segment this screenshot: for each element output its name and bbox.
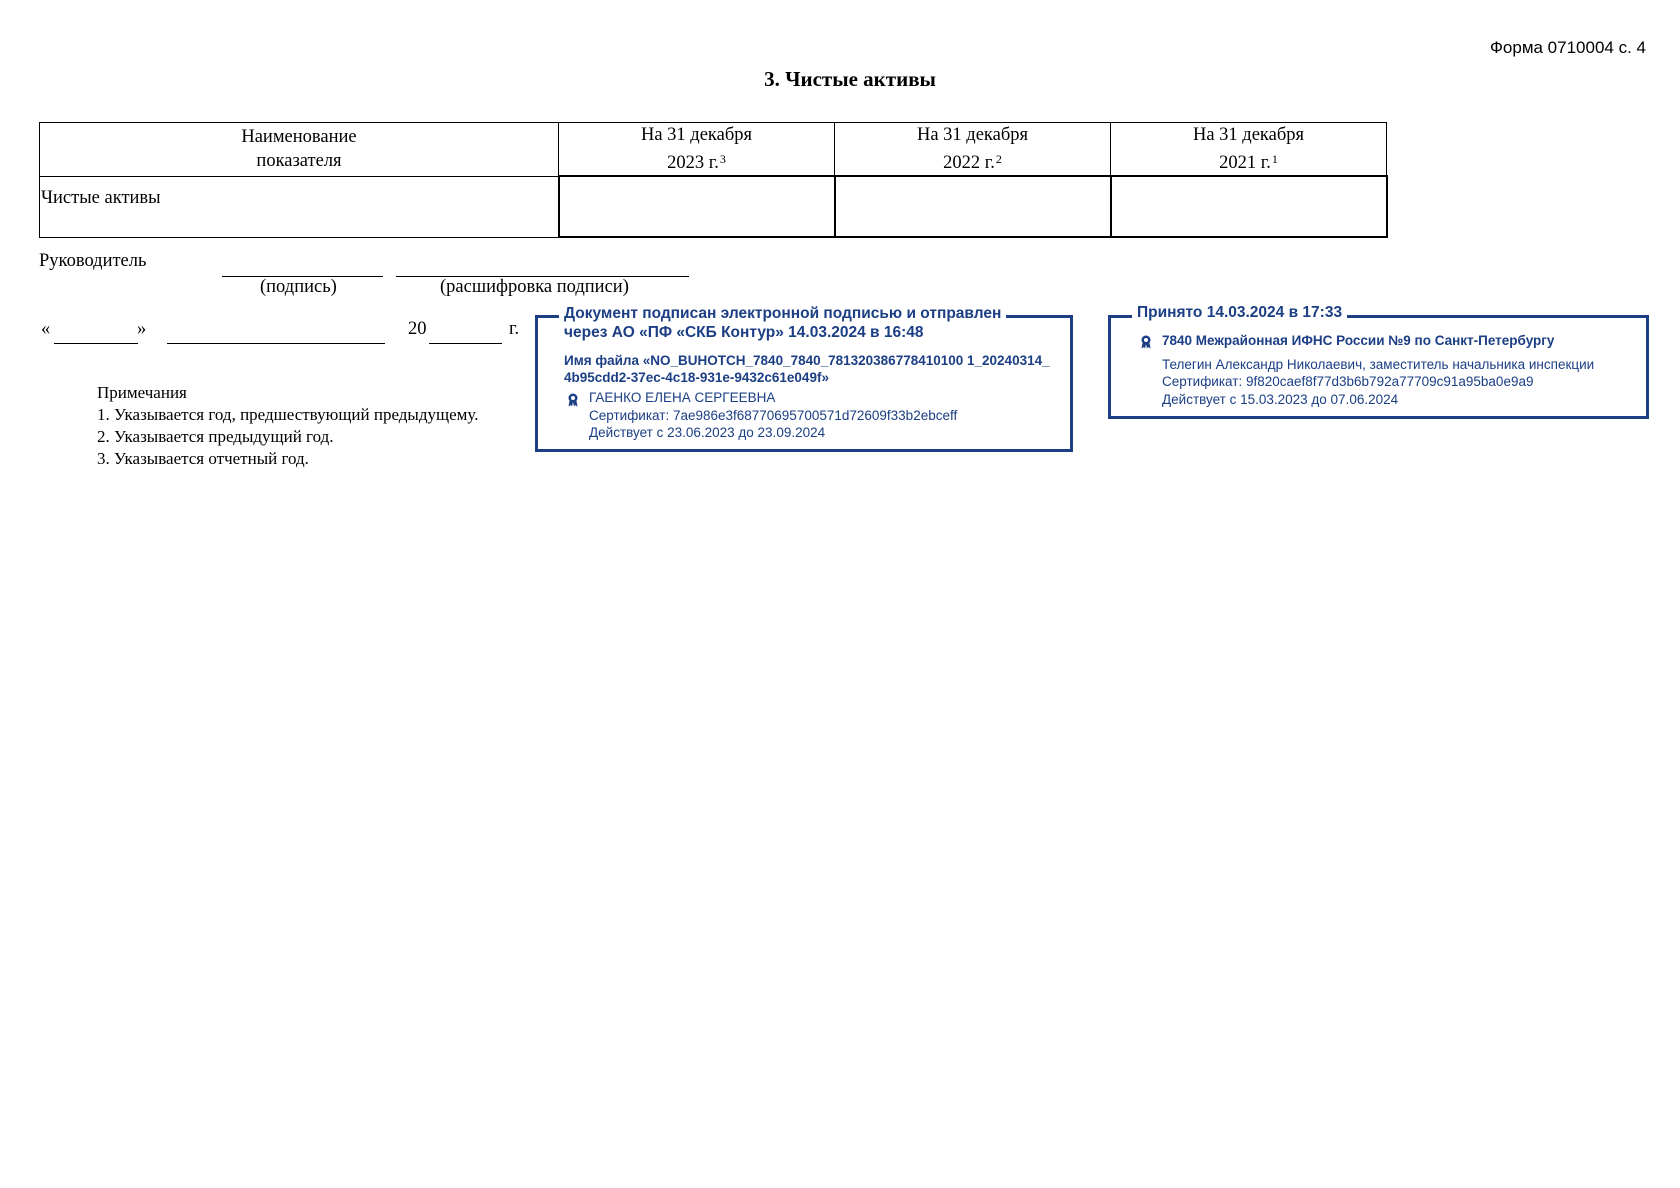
stamp-file-name: Имя файла «NO_BUHOTCH_7840_7840_78132038… [564, 353, 1050, 385]
net-assets-table: Наименование показателя На 31 декабря 20… [39, 122, 1388, 238]
footnote-ref: 3 [719, 152, 726, 166]
decoding-caption: (расшифровка подписи) [440, 277, 629, 297]
column-header-2023: На 31 декабря 2023 г.3 [558, 122, 835, 177]
footnote-ref: 2 [995, 152, 1002, 166]
stamp-validity: Действует с 23.06.2023 до 23.09.2024 [589, 425, 826, 440]
quote-close: » [137, 319, 147, 339]
column-header-2021: На 31 декабря 2021 г.1 [1110, 122, 1387, 177]
stamp-validity: Действует с 15.03.2023 до 07.06.2024 [1162, 392, 1399, 407]
date-day-line[interactable] [54, 343, 138, 344]
quote-open: « [41, 319, 51, 339]
date-month-line[interactable] [167, 343, 385, 344]
e-signature-stamp: Документ подписан электронной подписью и… [535, 304, 1073, 452]
value-cell-2021[interactable] [1109, 175, 1388, 238]
acceptance-stamp: Принято 14.03.2024 в 17:33 7840 Межрайон… [1108, 303, 1649, 419]
signature-caption: (подпись) [260, 277, 337, 297]
value-cell-2022[interactable] [833, 175, 1112, 238]
notes: Примечания 1. Указывается год, предшеств… [97, 382, 478, 470]
stamp-certificate: Сертификат: 9f820caef8f77d3b6b792a77709c… [1162, 374, 1534, 389]
note-item: 2. Указывается предыдущий год. [97, 427, 334, 446]
table-header-row: Наименование показателя На 31 декабря 20… [39, 122, 1387, 177]
row-label: Чистые активы [39, 175, 559, 238]
column-header-2022: На 31 декабря 2022 г.2 [834, 122, 1111, 177]
stamp-certificate: Сертификат: 7ae986e3f68770695700571d7260… [589, 408, 958, 423]
form-reference: Форма 0710004 с. 4 [1489, 38, 1646, 57]
note-item: 3. Указывается отчетный год. [97, 449, 309, 468]
date-year-line[interactable] [429, 343, 502, 344]
seal-icon [1141, 335, 1151, 349]
notes-title: Примечания [97, 383, 187, 402]
stamp-title: Документ подписан электронной подписью и… [559, 304, 1007, 342]
head-label: Руководитель [39, 251, 147, 271]
signature-line[interactable] [222, 276, 383, 277]
signature-decoding-line[interactable] [396, 276, 689, 277]
stamp-title: Принято 14.03.2024 в 17:33 [1132, 303, 1348, 322]
note-item: 1. Указывается год, предшествующий преды… [97, 405, 479, 424]
seal-icon [568, 393, 578, 407]
column-header-indicator: Наименование показателя [39, 122, 559, 177]
year-prefix: 20 [408, 319, 427, 339]
section-title: 3. Чистые активы [764, 67, 936, 91]
stamp-signer: ГАЕНКО ЕЛЕНА СЕРГЕЕВНА [589, 390, 776, 405]
value-cell-2023[interactable] [557, 175, 836, 238]
year-suffix: г. [509, 319, 520, 339]
footnote-ref: 1 [1271, 152, 1278, 166]
stamp-authority: 7840 Межрайонная ИФНС России №9 по Санкт… [1162, 333, 1555, 348]
table-row: Чистые активы [39, 175, 1388, 238]
stamp-official: Телегин Александр Николаевич, заместител… [1162, 357, 1595, 372]
